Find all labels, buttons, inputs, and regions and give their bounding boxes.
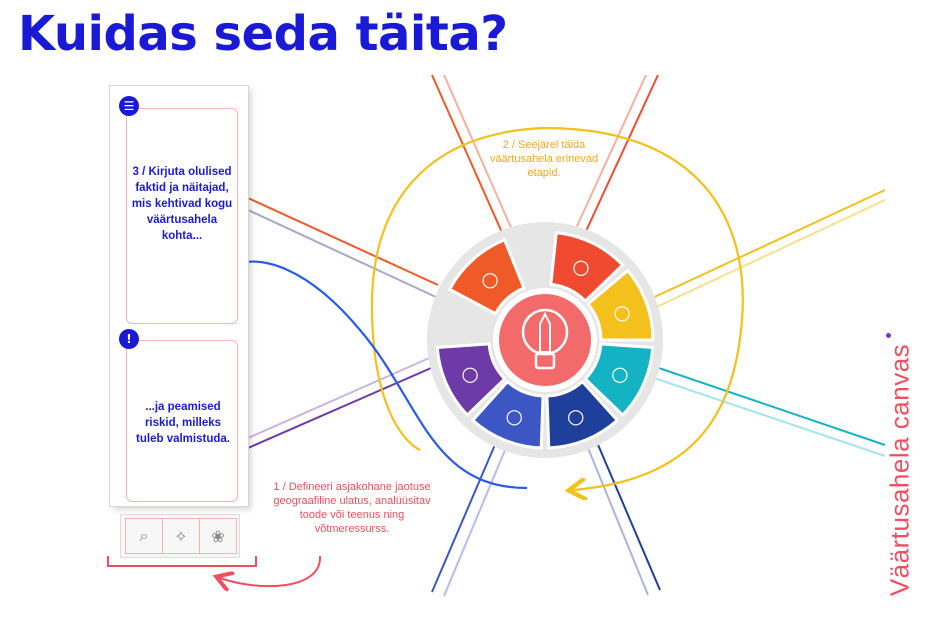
location-list-icon: ☰	[119, 96, 139, 116]
wheel-segment-recycling	[448, 238, 526, 316]
risks-card-text: ...ja peamised riskid, milleks tuleb val…	[136, 401, 230, 445]
page-title: Kuidas seda täita?	[18, 6, 508, 62]
lightbulb-base	[534, 352, 556, 370]
flowers-icon: ❀	[199, 518, 237, 554]
wheel-segment-logistics	[435, 342, 507, 417]
value-chain-wheel: ○ ○ ○ ○ ○ ○ ○	[427, 222, 663, 458]
brand-dot	[886, 333, 891, 338]
facts-card	[126, 108, 238, 324]
step2-text: 2 / Seejärel täida väärtusahela erinevad…	[489, 139, 599, 179]
step1-text: 1 / Defineeri asjakohane jaotuse geograa…	[273, 481, 431, 535]
wheel-segment-mining	[549, 231, 625, 303]
facts-card-text: 3 / Kirjuta olulised faktid ja näitajad,…	[128, 164, 236, 244]
info-card-panel	[110, 86, 248, 506]
pickaxe-icon: ○	[572, 254, 589, 278]
recycle-leaves-icon: ○	[481, 267, 498, 291]
blue-loop-arrow	[226, 262, 528, 490]
wheel-center	[499, 294, 591, 386]
red-return-arrow	[220, 555, 322, 586]
wheel-segment-production	[586, 269, 655, 342]
facts-step-text: / Kirjuta olulised faktid ja näitajad, m…	[131, 166, 233, 242]
facts-step-number: 3	[132, 166, 139, 178]
wheel-segment-tools	[471, 380, 545, 450]
check-magnifier-icon: ⌕	[125, 518, 163, 554]
risks-card	[126, 340, 238, 502]
hand-money-icon: ○	[567, 404, 584, 428]
wheel-segment-sales	[545, 380, 619, 450]
footer-bracket	[107, 556, 257, 567]
gears-conveyor-icon: ○	[613, 300, 630, 324]
radial-lines	[247, 74, 886, 597]
wheel-segment-transport	[583, 342, 655, 417]
pencil-shape	[539, 311, 551, 353]
brand-label: Väärtusahela canvas	[884, 343, 915, 597]
footer-icon-strip	[120, 514, 240, 558]
drill-icon: ○	[506, 404, 523, 428]
exclamation-icon: !	[119, 329, 139, 349]
yellow-loop-arrow	[370, 126, 744, 490]
hand-truck-icon: ○	[461, 361, 478, 385]
van-icon: ○	[611, 361, 628, 385]
lightbulb-icon: ✧	[162, 518, 200, 554]
